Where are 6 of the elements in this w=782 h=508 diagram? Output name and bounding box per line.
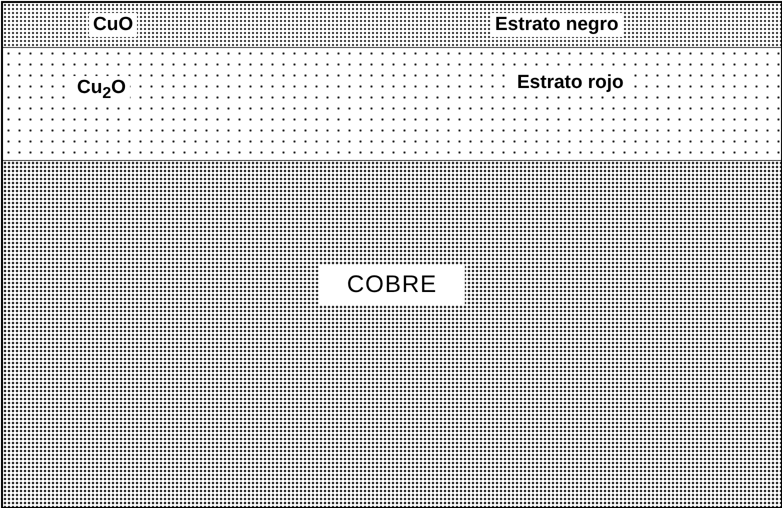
layer-label: CuO: [89, 13, 138, 37]
layer-band: [3, 161, 781, 507]
layer-band: [3, 3, 781, 48]
layer-description: Estrato negro: [491, 13, 623, 37]
layer-description: Estrato rojo: [513, 71, 628, 95]
layer-label: COBRE: [318, 265, 466, 305]
